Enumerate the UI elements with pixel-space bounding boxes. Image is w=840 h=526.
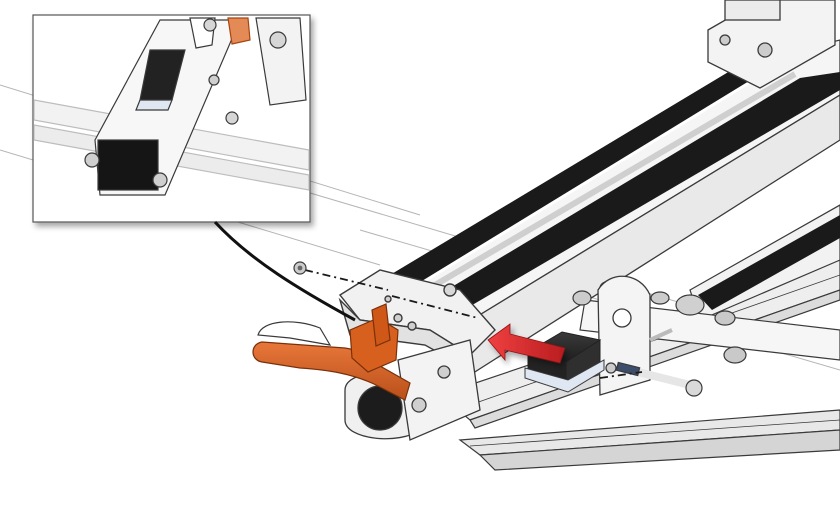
- explode-dash-lines: [304, 269, 643, 379]
- detail-inset-content: [34, 17, 309, 196]
- top-pillow-block: [707, 0, 836, 89]
- orange-handle: [252, 303, 411, 401]
- belt-lower: [698, 215, 840, 310]
- callout-curve: [213, 220, 356, 322]
- belt-right: [430, 72, 840, 318]
- belt-left: [385, 62, 770, 290]
- main-beam: [378, 39, 840, 376]
- loose-nut: [293, 261, 307, 275]
- sensor-block-base: [524, 359, 605, 393]
- arrow-left-red-icon: [487, 323, 566, 364]
- bearing-bracket: [597, 275, 651, 396]
